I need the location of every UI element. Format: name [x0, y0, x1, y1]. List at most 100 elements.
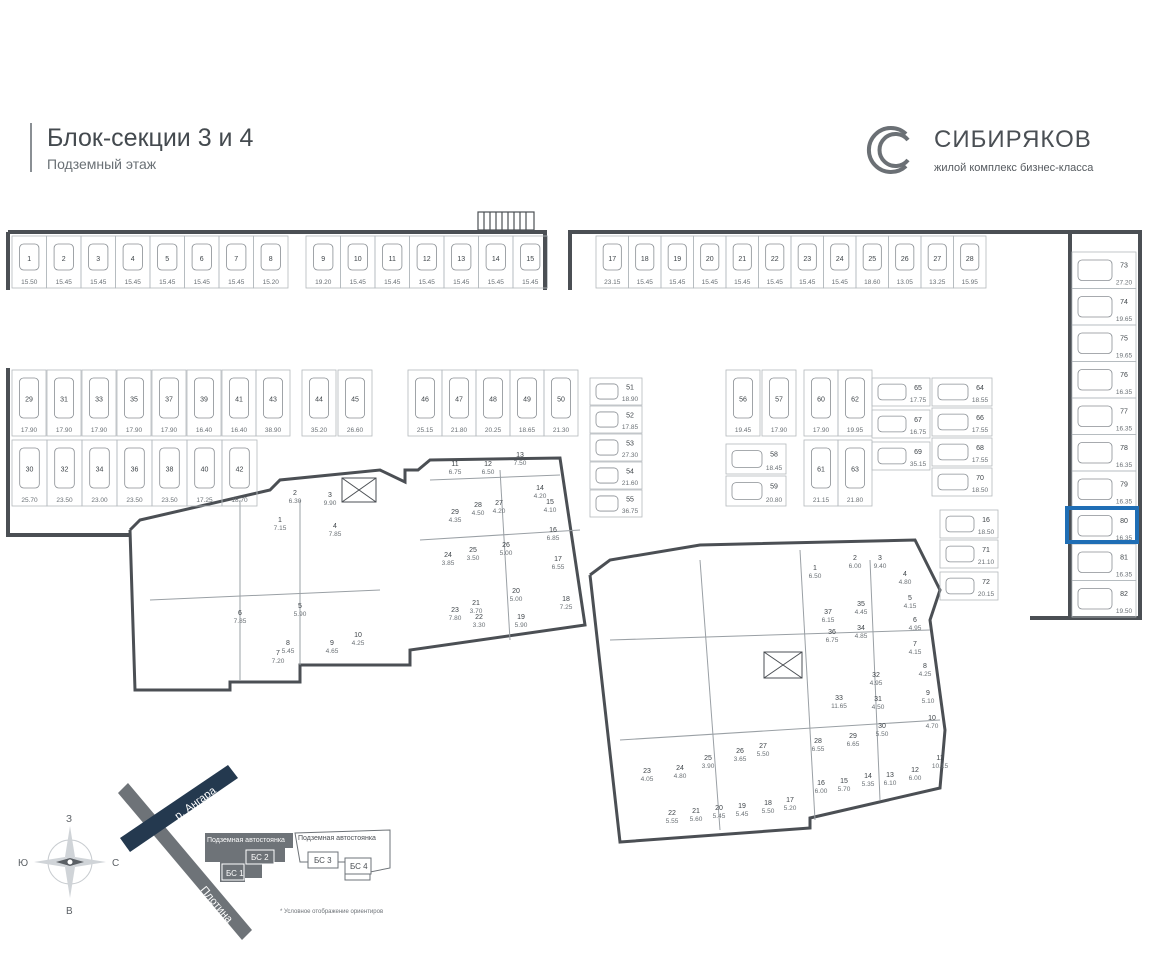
- storage-room-left-27[interactable]: 274.20: [493, 500, 506, 515]
- storage-room-right-35[interactable]: 354.45: [855, 601, 868, 616]
- storage-room-right-13[interactable]: 136.10: [884, 772, 897, 787]
- storage-room-right-24[interactable]: 244.80: [674, 765, 687, 780]
- storage-room-left-15[interactable]: 154.10: [544, 499, 557, 514]
- storage-room-left-23[interactable]: 237.80: [449, 607, 462, 622]
- storage-room-left-28[interactable]: 284.50: [472, 502, 485, 517]
- storage-room-right-29[interactable]: 296.65: [847, 733, 860, 748]
- storage-room-left-18[interactable]: 187.25: [560, 596, 573, 611]
- storage-room-right-12[interactable]: 126.00: [909, 767, 922, 782]
- storage-room-right-31[interactable]: 314.50: [872, 696, 885, 711]
- storage-room-left-29[interactable]: 294.35: [449, 509, 462, 524]
- storage-room-left-9[interactable]: 94.65: [326, 640, 339, 655]
- storage-room-right-16[interactable]: 166.00: [815, 780, 828, 795]
- parking-spot-top-6[interactable]: 615.45: [184, 235, 220, 289]
- storage-room-left-17[interactable]: 176.55: [552, 556, 565, 571]
- storage-room-left-5[interactable]: 55.90: [294, 603, 307, 618]
- parking-spot-top-4[interactable]: 415.45: [115, 235, 151, 289]
- storage-room-left-6[interactable]: 67.85: [234, 610, 247, 625]
- storage-room-right-30[interactable]: 305.50: [876, 723, 889, 738]
- storage-room-left-14[interactable]: 144.20: [534, 485, 547, 500]
- storage-room-right-34[interactable]: 344.85: [855, 625, 868, 640]
- storage-room-right-1[interactable]: 16.50: [809, 565, 822, 580]
- storage-room-left-1[interactable]: 17.15: [274, 517, 287, 532]
- storage-room-left-25[interactable]: 253.50: [467, 547, 480, 562]
- parking-spot-top-3[interactable]: 315.45: [80, 235, 116, 289]
- storage-room-left-22[interactable]: 223.30: [473, 614, 486, 629]
- storage-room-right-14[interactable]: 145.35: [862, 773, 875, 788]
- storage-room-right-18[interactable]: 185.50: [762, 800, 775, 815]
- parking-spot-top-8[interactable]: 815.20: [253, 235, 289, 289]
- storage-room-right-21[interactable]: 215.60: [690, 808, 703, 823]
- storage-room-right-37[interactable]: 376.15: [822, 609, 835, 624]
- storage-room-right-15[interactable]: 155.70: [838, 778, 851, 793]
- storage-room-left-11[interactable]: 116.75: [449, 461, 462, 476]
- storage-room-left-13[interactable]: 137.50: [514, 452, 527, 467]
- storage-room-left-8[interactable]: 85.45: [282, 640, 295, 655]
- storage-room-left-24[interactable]: 243.85: [442, 552, 455, 567]
- storage-room-right-17[interactable]: 175.20: [784, 797, 797, 812]
- storage-room-right-7[interactable]: 74.15: [909, 641, 922, 656]
- storage-room-right-8[interactable]: 84.25: [919, 663, 932, 678]
- storage-room-right-10[interactable]: 104.70: [926, 715, 939, 730]
- storage-room-right-5[interactable]: 54.15: [904, 595, 917, 610]
- storage-room-right-28[interactable]: 286.55: [812, 738, 825, 753]
- selected-spot-80[interactable]: [1065, 506, 1139, 544]
- storage-room-right-32[interactable]: 324.95: [870, 672, 883, 687]
- storage-room-right-6[interactable]: 64.95: [909, 617, 922, 632]
- storage-room-right-22[interactable]: 225.55: [666, 810, 679, 825]
- parking-spot-top-5[interactable]: 515.45: [149, 235, 185, 289]
